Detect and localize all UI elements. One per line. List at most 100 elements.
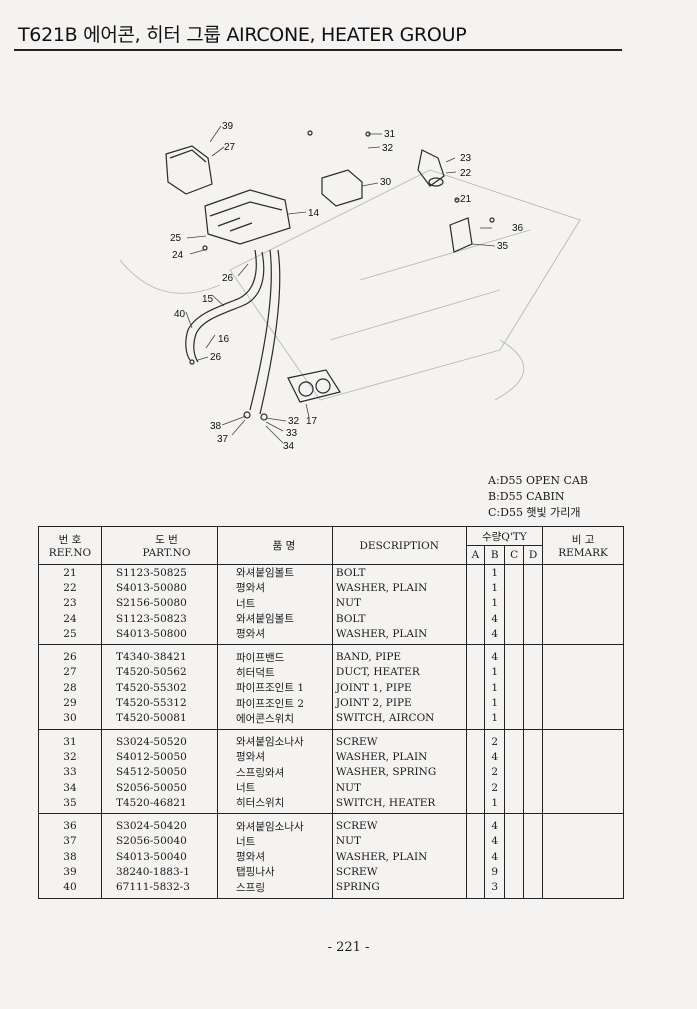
qty-a-cell (465, 764, 486, 780)
remark-cell (542, 710, 624, 730)
qty-a-cell (465, 564, 486, 581)
part-number-cell: S4512-50050 (100, 764, 219, 780)
qty-c-cell (504, 626, 525, 646)
part-number-cell: S2056-50040 (100, 833, 219, 850)
callout-36: 36 (512, 223, 524, 234)
description-cell: SCREW (331, 813, 467, 834)
callout-40: 40 (174, 309, 186, 320)
callout-26b: 26 (210, 352, 222, 363)
part-number-cell: S1123-50825 (100, 564, 219, 581)
qty-b-cell: 1 (484, 580, 506, 596)
qty-c-cell (504, 729, 525, 750)
qty-d-cell (523, 764, 544, 780)
qty-b-cell: 4 (484, 644, 506, 665)
korean-name-cell: 평와셔 (217, 626, 333, 646)
qty-b-cell: 1 (484, 664, 506, 681)
description-cell: JOINT 2, PIPE (331, 695, 467, 711)
ref-cell: 23 (38, 595, 102, 611)
qty-a-cell (465, 580, 486, 596)
qty-a-cell (465, 749, 486, 765)
qty-a-cell (465, 664, 486, 681)
part-number-cell: S2056-50050 (100, 779, 219, 796)
korean-name-cell: 와셔붙임소나사 (217, 813, 333, 834)
callout-25: 25 (170, 233, 182, 244)
qty-d-cell (523, 610, 544, 627)
callout-32b: 32 (288, 416, 300, 427)
description-cell: SWITCH, AIRCON (331, 710, 467, 730)
part-number-cell: S3024-50520 (100, 729, 219, 750)
callout-34: 34 (283, 441, 295, 452)
qty-a-cell (465, 680, 486, 696)
col-qty-c: C (504, 545, 525, 565)
qty-c-cell (504, 595, 525, 611)
remark-cell (542, 729, 624, 750)
qty-b-cell: 4 (484, 749, 506, 765)
qty-b-cell: 4 (484, 626, 506, 646)
qty-c-cell (504, 833, 525, 850)
qty-a-cell (465, 710, 486, 730)
callout-31: 31 (384, 129, 396, 140)
qty-d-cell (523, 729, 544, 750)
qty-d-cell (523, 580, 544, 596)
korean-name-cell: 파이프조인트 1 (217, 680, 333, 696)
description-cell: NUT (331, 833, 467, 850)
qty-c-cell (504, 879, 525, 899)
callout-30: 30 (380, 177, 392, 188)
part-number-cell: T4520-50081 (100, 710, 219, 730)
qty-b-cell: 4 (484, 610, 506, 627)
description-cell: BOLT (331, 564, 467, 581)
korean-name-cell: 평와셔 (217, 749, 333, 765)
callout-23: 23 (460, 153, 472, 164)
part-number-cell: S2156-50080 (100, 595, 219, 611)
qty-a-cell (465, 626, 486, 646)
part-number-cell: 38240-1883-1 (100, 864, 219, 880)
qty-c-cell (504, 749, 525, 765)
qty-b-cell: 4 (484, 813, 506, 834)
callout-35: 35 (497, 241, 509, 252)
col-qty-b: B (484, 545, 506, 565)
ref-cell: 30 (38, 710, 102, 730)
page-title: T621B 에어콘, 히터 그룹 AIRCONE, HEATER GROUP (18, 24, 467, 46)
remark-cell (542, 849, 624, 865)
callout-21: 21 (460, 194, 472, 205)
ref-cell: 37 (38, 833, 102, 850)
qty-c-cell (504, 795, 525, 815)
qty-a-cell (465, 813, 486, 834)
remark-cell (542, 764, 624, 780)
ref-cell: 35 (38, 795, 102, 815)
qty-b-cell: 4 (484, 833, 506, 850)
qty-c-cell (504, 695, 525, 711)
part-number-cell: T4520-46821 (100, 795, 219, 815)
part-number-cell: S4013-50040 (100, 849, 219, 865)
ref-cell: 28 (38, 680, 102, 696)
remark-cell (542, 813, 624, 834)
part-number-cell: T4520-50562 (100, 664, 219, 681)
qty-a-cell (465, 833, 486, 850)
qty-b-cell: 2 (484, 729, 506, 750)
variant-a: A:D55 OPEN CAB (488, 474, 588, 487)
qty-c-cell (504, 580, 525, 596)
qty-c-cell (504, 849, 525, 865)
remark-cell (542, 833, 624, 850)
callout-22: 22 (460, 168, 472, 179)
korean-name-cell: 평와셔 (217, 849, 333, 865)
callout-16: 16 (218, 334, 230, 345)
description-cell: JOINT 1, PIPE (331, 680, 467, 696)
description-cell: NUT (331, 779, 467, 796)
remark-cell (542, 664, 624, 681)
callout-17: 17 (306, 416, 318, 427)
